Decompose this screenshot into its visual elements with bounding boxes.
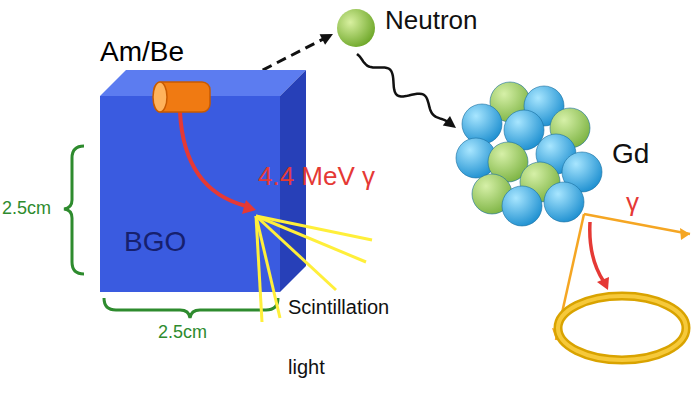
dimension-label: 2.5cm [2,198,51,219]
gamma-label: γ [626,188,639,218]
neutron-sphere [337,9,375,47]
nucleon [502,186,542,226]
node-label: BGO [124,226,186,258]
scintillation-ray [256,216,336,290]
cube-front [100,96,280,292]
dimension-bracket [64,146,84,274]
capsule-body [154,82,210,112]
gamma-arrow-head [597,277,609,290]
arrow-head [443,116,456,128]
dimension-label: 2.5cm [158,322,207,343]
neutron-particle: Neutron [335,4,535,52]
nucleon [462,104,502,144]
node-label: Am/Be [100,36,184,68]
cone-head [680,228,690,240]
energy-label: 4.4 MeV γ [258,162,375,192]
light-label: light [288,356,325,379]
gamma-ring [558,296,686,360]
arrow-head [320,34,333,45]
gamma-ring [558,296,686,360]
scintillation-ray [256,216,366,262]
node-label: Gd [612,138,649,170]
gamma-arrow-head [242,200,256,214]
wavy-arrow [357,54,456,128]
scintillation-ray [256,216,372,240]
light-label: Scintillation [288,296,389,319]
wavy-line [357,54,448,122]
dimension-bracket [104,298,278,318]
nucleon [544,182,584,222]
scintillation-ray [256,216,262,322]
capsule-end [153,82,167,112]
gamma-arrow [180,112,246,206]
source-capsule: Am/Be [100,36,220,114]
gamma-arrow [590,222,604,282]
node-label: Neutron [385,6,478,36]
